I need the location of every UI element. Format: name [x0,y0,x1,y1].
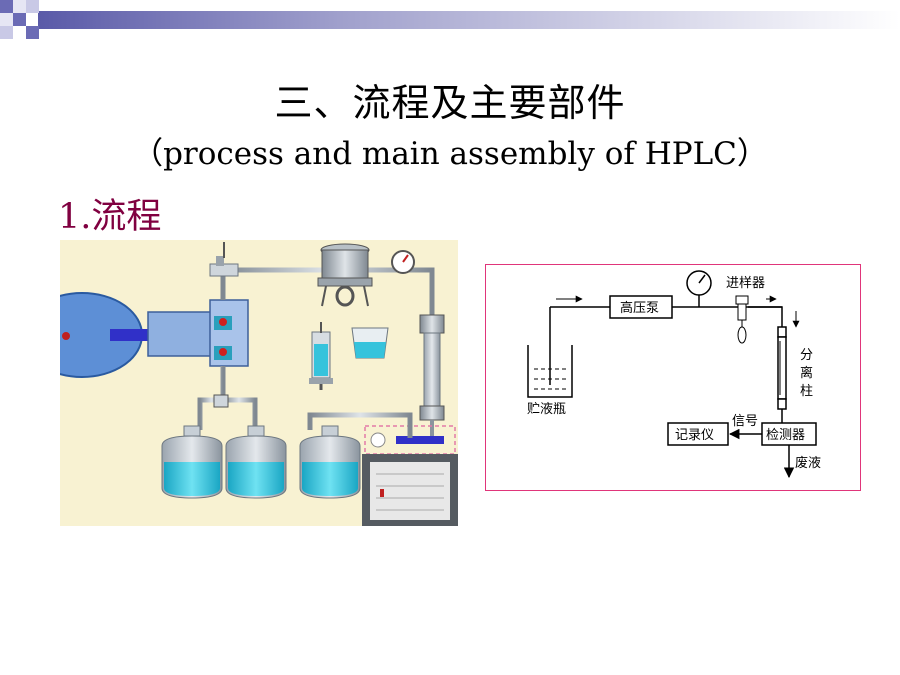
column-label-2: 离 [800,365,813,381]
hplc-flow-diagram: 贮液瓶 高压泵 进样器 分 离 柱 检测器 [485,264,861,491]
recorder-box [667,422,729,446]
reservoir-bottle [527,307,573,398]
section-heading: 1.流程 [58,197,162,237]
reservoir-label: 贮液瓶 [527,402,566,417]
slide-subtitle: （process and main assembly of HPLC） [132,136,768,172]
slide-title: 三、流程及主要部件 [274,81,626,125]
detector-label: 检测器 [766,428,805,443]
column-label-1: 分 [800,348,813,363]
injector-label: 进样器 [726,276,765,291]
header-decoration [0,0,900,39]
separation-column [777,336,787,400]
pump-label: 高压泵 [620,300,659,316]
recorder-label: 记录仪 [675,428,714,443]
column-label-3: 柱 [800,384,813,399]
waste-label: 废液 [795,455,821,471]
signal-label: 信号 [732,414,758,429]
hplc-apparatus-illustration [60,240,458,526]
